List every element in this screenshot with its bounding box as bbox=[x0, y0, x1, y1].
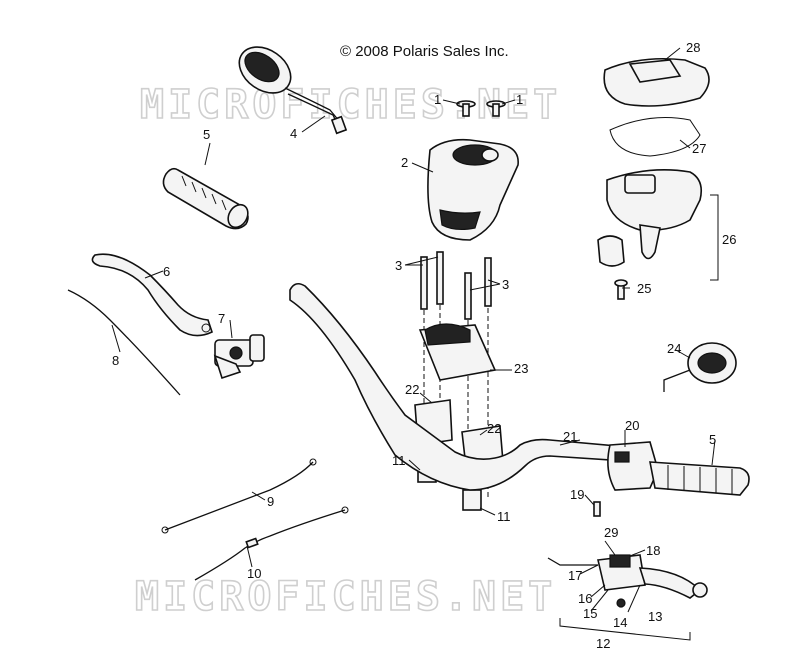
callout-24: 24 bbox=[667, 341, 681, 356]
callout-3a: 3 bbox=[395, 258, 402, 273]
callout-21: 21 bbox=[563, 429, 577, 444]
callout-20: 20 bbox=[625, 418, 639, 433]
callout-28: 28 bbox=[686, 40, 700, 55]
callout-11b: 11 bbox=[497, 509, 511, 524]
mirror-left bbox=[238, 46, 348, 135]
callout-27: 27 bbox=[692, 141, 706, 156]
gasket bbox=[609, 117, 701, 157]
screws-1 bbox=[456, 100, 506, 117]
watermark-bottom: MICROFICHES.NET bbox=[135, 574, 556, 620]
handlebar-clamp bbox=[418, 323, 497, 381]
display-housing bbox=[597, 168, 703, 267]
throttle-assembly bbox=[547, 554, 708, 608]
callout-9: 9 bbox=[267, 494, 274, 509]
cable-10 bbox=[194, 506, 349, 581]
callout-5b: 5 bbox=[709, 432, 716, 447]
grip-left bbox=[162, 167, 249, 230]
callout-25: 25 bbox=[637, 281, 651, 296]
callout-3b: 3 bbox=[502, 277, 509, 292]
callout-5a: 5 bbox=[203, 127, 210, 142]
display-lid bbox=[603, 58, 710, 107]
callout-12: 12 bbox=[596, 636, 610, 651]
screw-19 bbox=[593, 501, 601, 517]
callout-14: 14 bbox=[613, 615, 627, 630]
callout-1a: 1 bbox=[434, 92, 441, 107]
cable-9 bbox=[161, 458, 317, 534]
screw-25 bbox=[614, 279, 628, 300]
clutch-lever bbox=[91, 253, 213, 337]
grip-right bbox=[649, 461, 750, 496]
callout-22a: 22 bbox=[405, 382, 419, 397]
callout-26: 26 bbox=[722, 232, 736, 247]
copyright-notice: © 2008 Polaris Sales Inc. bbox=[340, 43, 509, 60]
callout-18: 18 bbox=[646, 543, 660, 558]
callout-6: 6 bbox=[163, 264, 170, 279]
callout-17: 17 bbox=[568, 568, 582, 583]
bolts-3 bbox=[420, 251, 492, 510]
callout-4: 4 bbox=[290, 126, 297, 141]
callout-1b: 1 bbox=[516, 92, 523, 107]
callout-8: 8 bbox=[112, 353, 119, 368]
callout-10: 10 bbox=[247, 566, 261, 581]
mirror-right bbox=[663, 342, 737, 392]
callout-2: 2 bbox=[401, 155, 408, 170]
callout-7: 7 bbox=[218, 311, 225, 326]
callout-23: 23 bbox=[514, 361, 528, 376]
callout-11a: 11 bbox=[392, 453, 406, 468]
callout-29: 29 bbox=[604, 525, 618, 540]
bracket-12 bbox=[559, 618, 691, 641]
callout-13: 13 bbox=[648, 609, 662, 624]
cable-8 bbox=[67, 289, 181, 396]
switch-housing bbox=[607, 441, 659, 491]
callout-19: 19 bbox=[570, 487, 584, 502]
pod-cover bbox=[427, 138, 519, 241]
callout-22b: 22 bbox=[487, 421, 501, 436]
leader-lines bbox=[111, 47, 716, 613]
callout-15: 15 bbox=[583, 606, 597, 621]
callout-16: 16 bbox=[578, 591, 592, 606]
handlebar bbox=[289, 282, 641, 491]
bracket-26 bbox=[710, 194, 719, 281]
lever-mount bbox=[213, 334, 265, 380]
